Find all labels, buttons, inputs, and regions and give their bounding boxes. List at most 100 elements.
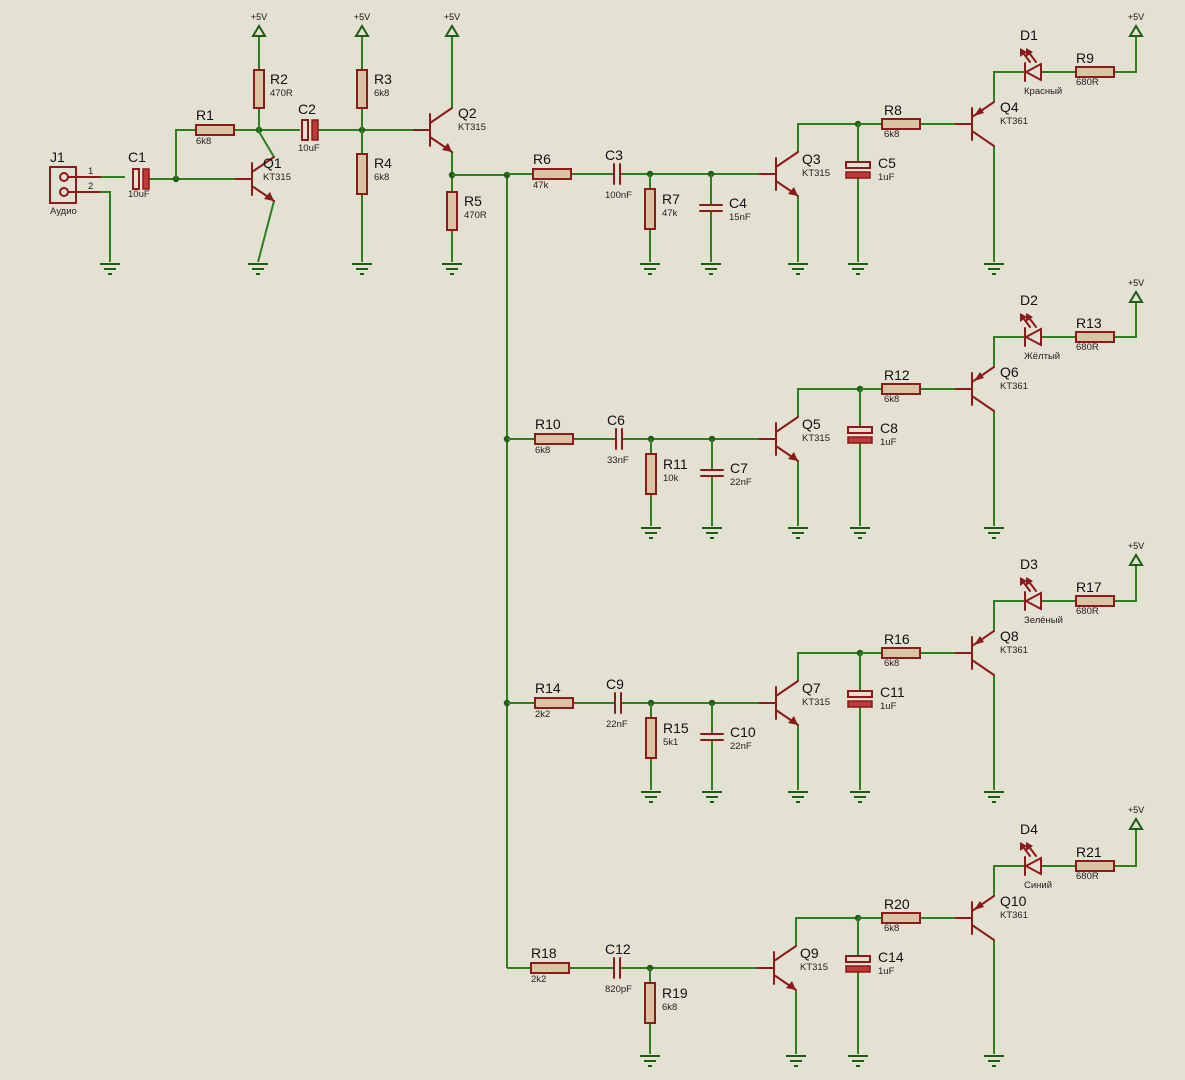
- value-label-r5: 470R: [464, 210, 487, 221]
- wire: [175, 129, 196, 179]
- connector-name: Аудио: [50, 206, 77, 217]
- ground-symbol: [788, 263, 808, 275]
- wire: [993, 336, 1025, 367]
- ground-symbol: [248, 263, 268, 275]
- value-label-q2: KT315: [458, 122, 486, 133]
- value-label-r3: 6k8: [374, 88, 389, 99]
- capacitor-c9: [614, 692, 622, 714]
- ref-label-c12: C12: [605, 941, 631, 957]
- resistor-r6: [532, 168, 572, 180]
- ref-label-d2: D2: [1020, 292, 1038, 308]
- ref-label-r19: R19: [662, 985, 688, 1001]
- wire: [993, 600, 1025, 631]
- ref-label-c8: C8: [880, 420, 898, 436]
- connector-j1: [49, 166, 101, 204]
- resistor-r21: [1075, 860, 1115, 872]
- ref-label-r9: R9: [1076, 50, 1094, 66]
- value-label-r20: 6k8: [884, 923, 899, 934]
- power-symbol: [444, 24, 460, 37]
- ground-symbol: [848, 263, 868, 275]
- ground-symbol: [984, 1055, 1004, 1067]
- value-label-q4: KT361: [1000, 116, 1028, 127]
- ground-symbol: [788, 791, 808, 803]
- wire: [795, 917, 858, 946]
- ref-label-q1: Q1: [263, 155, 282, 171]
- wire: [1114, 36, 1137, 73]
- wire: [1114, 302, 1137, 338]
- value-label-q5: KT315: [802, 433, 830, 444]
- resistor-r3: [356, 69, 368, 109]
- transistor-q8: [955, 630, 995, 676]
- wire: [1114, 565, 1137, 602]
- capacitor-c7: [700, 469, 724, 477]
- value-label-r19: 6k8: [662, 1002, 677, 1013]
- wire: [797, 123, 858, 152]
- ref-label-r6: R6: [533, 151, 551, 167]
- transistor-q2: [413, 107, 453, 153]
- power-symbol: [251, 24, 267, 37]
- power-symbol: [1128, 290, 1144, 303]
- ref-label-d4: D4: [1020, 821, 1038, 837]
- value-label-q6: KT361: [1000, 381, 1028, 392]
- led-color-label: Синий: [1024, 880, 1052, 891]
- ref-label-r10: R10: [535, 416, 561, 432]
- capacitor-c10: [700, 733, 724, 741]
- value-label-r1: 6k8: [196, 136, 211, 147]
- ref-label-r21: R21: [1076, 844, 1102, 860]
- ref-label-c7: C7: [730, 460, 748, 476]
- value-label-q10: KT361: [1000, 910, 1028, 921]
- value-label-r8: 6k8: [884, 129, 899, 140]
- value-label-c14: 1uF: [878, 966, 895, 977]
- value-label-r11: 10k: [663, 473, 679, 484]
- ref-label-d3: D3: [1020, 556, 1038, 572]
- ref-label-q6: Q6: [1000, 364, 1019, 380]
- value-label-q3: KT315: [802, 168, 830, 179]
- value-label-r2: 470R: [270, 88, 293, 99]
- value-label-c2: 10uF: [298, 143, 320, 154]
- resistor-r5: [446, 191, 458, 231]
- ref-label-c4: C4: [729, 195, 747, 211]
- ref-label-r3: R3: [374, 71, 392, 87]
- ref-label-c6: C6: [607, 412, 625, 428]
- power-label: +5V: [1128, 278, 1144, 288]
- ground-symbol: [702, 527, 722, 539]
- ref-label-c5: C5: [878, 155, 896, 171]
- value-label-r15: 5k1: [663, 737, 678, 748]
- ground-symbol: [640, 1055, 660, 1067]
- ref-label-q5: Q5: [802, 416, 821, 432]
- resistor-r4: [356, 153, 368, 195]
- ref-label-r11: R11: [663, 456, 688, 472]
- power-symbol: [1128, 553, 1144, 566]
- power-symbol: [354, 24, 370, 37]
- ground-symbol: [100, 263, 120, 275]
- resistor-r7: [644, 188, 656, 230]
- capacitor-c14: [845, 955, 871, 973]
- wire: [257, 129, 275, 158]
- value-label-r18: 2k2: [531, 974, 546, 985]
- ref-label-c2: C2: [298, 101, 316, 117]
- resistor-r13: [1075, 331, 1115, 343]
- led-d2: [1020, 313, 1042, 347]
- value-label-c4: 15nF: [729, 212, 751, 223]
- capacitor-c8: [847, 426, 873, 444]
- resistor-r14: [534, 697, 574, 709]
- capacitor-c6: [615, 428, 623, 450]
- resistor-r11: [645, 453, 657, 495]
- resistor-r12: [881, 383, 921, 395]
- resistor-r9: [1075, 66, 1115, 78]
- ref-label-c10: C10: [730, 724, 756, 740]
- ref-label-c9: C9: [606, 676, 624, 692]
- capacitor-c3: [613, 163, 621, 185]
- power-label: +5V: [444, 12, 460, 22]
- led-d3: [1020, 577, 1042, 611]
- capacitor-c12: [613, 957, 621, 979]
- power-label: +5V: [1128, 541, 1144, 551]
- ground-symbol: [786, 1055, 806, 1067]
- value-label-r14: 2k2: [535, 709, 550, 720]
- ref-label-d1: D1: [1020, 27, 1038, 43]
- ground-symbol: [984, 263, 1004, 275]
- value-label-q7: KT315: [802, 697, 830, 708]
- resistor-r2: [253, 69, 265, 109]
- ground-symbol: [352, 263, 372, 275]
- value-label-q1: KT315: [263, 172, 291, 183]
